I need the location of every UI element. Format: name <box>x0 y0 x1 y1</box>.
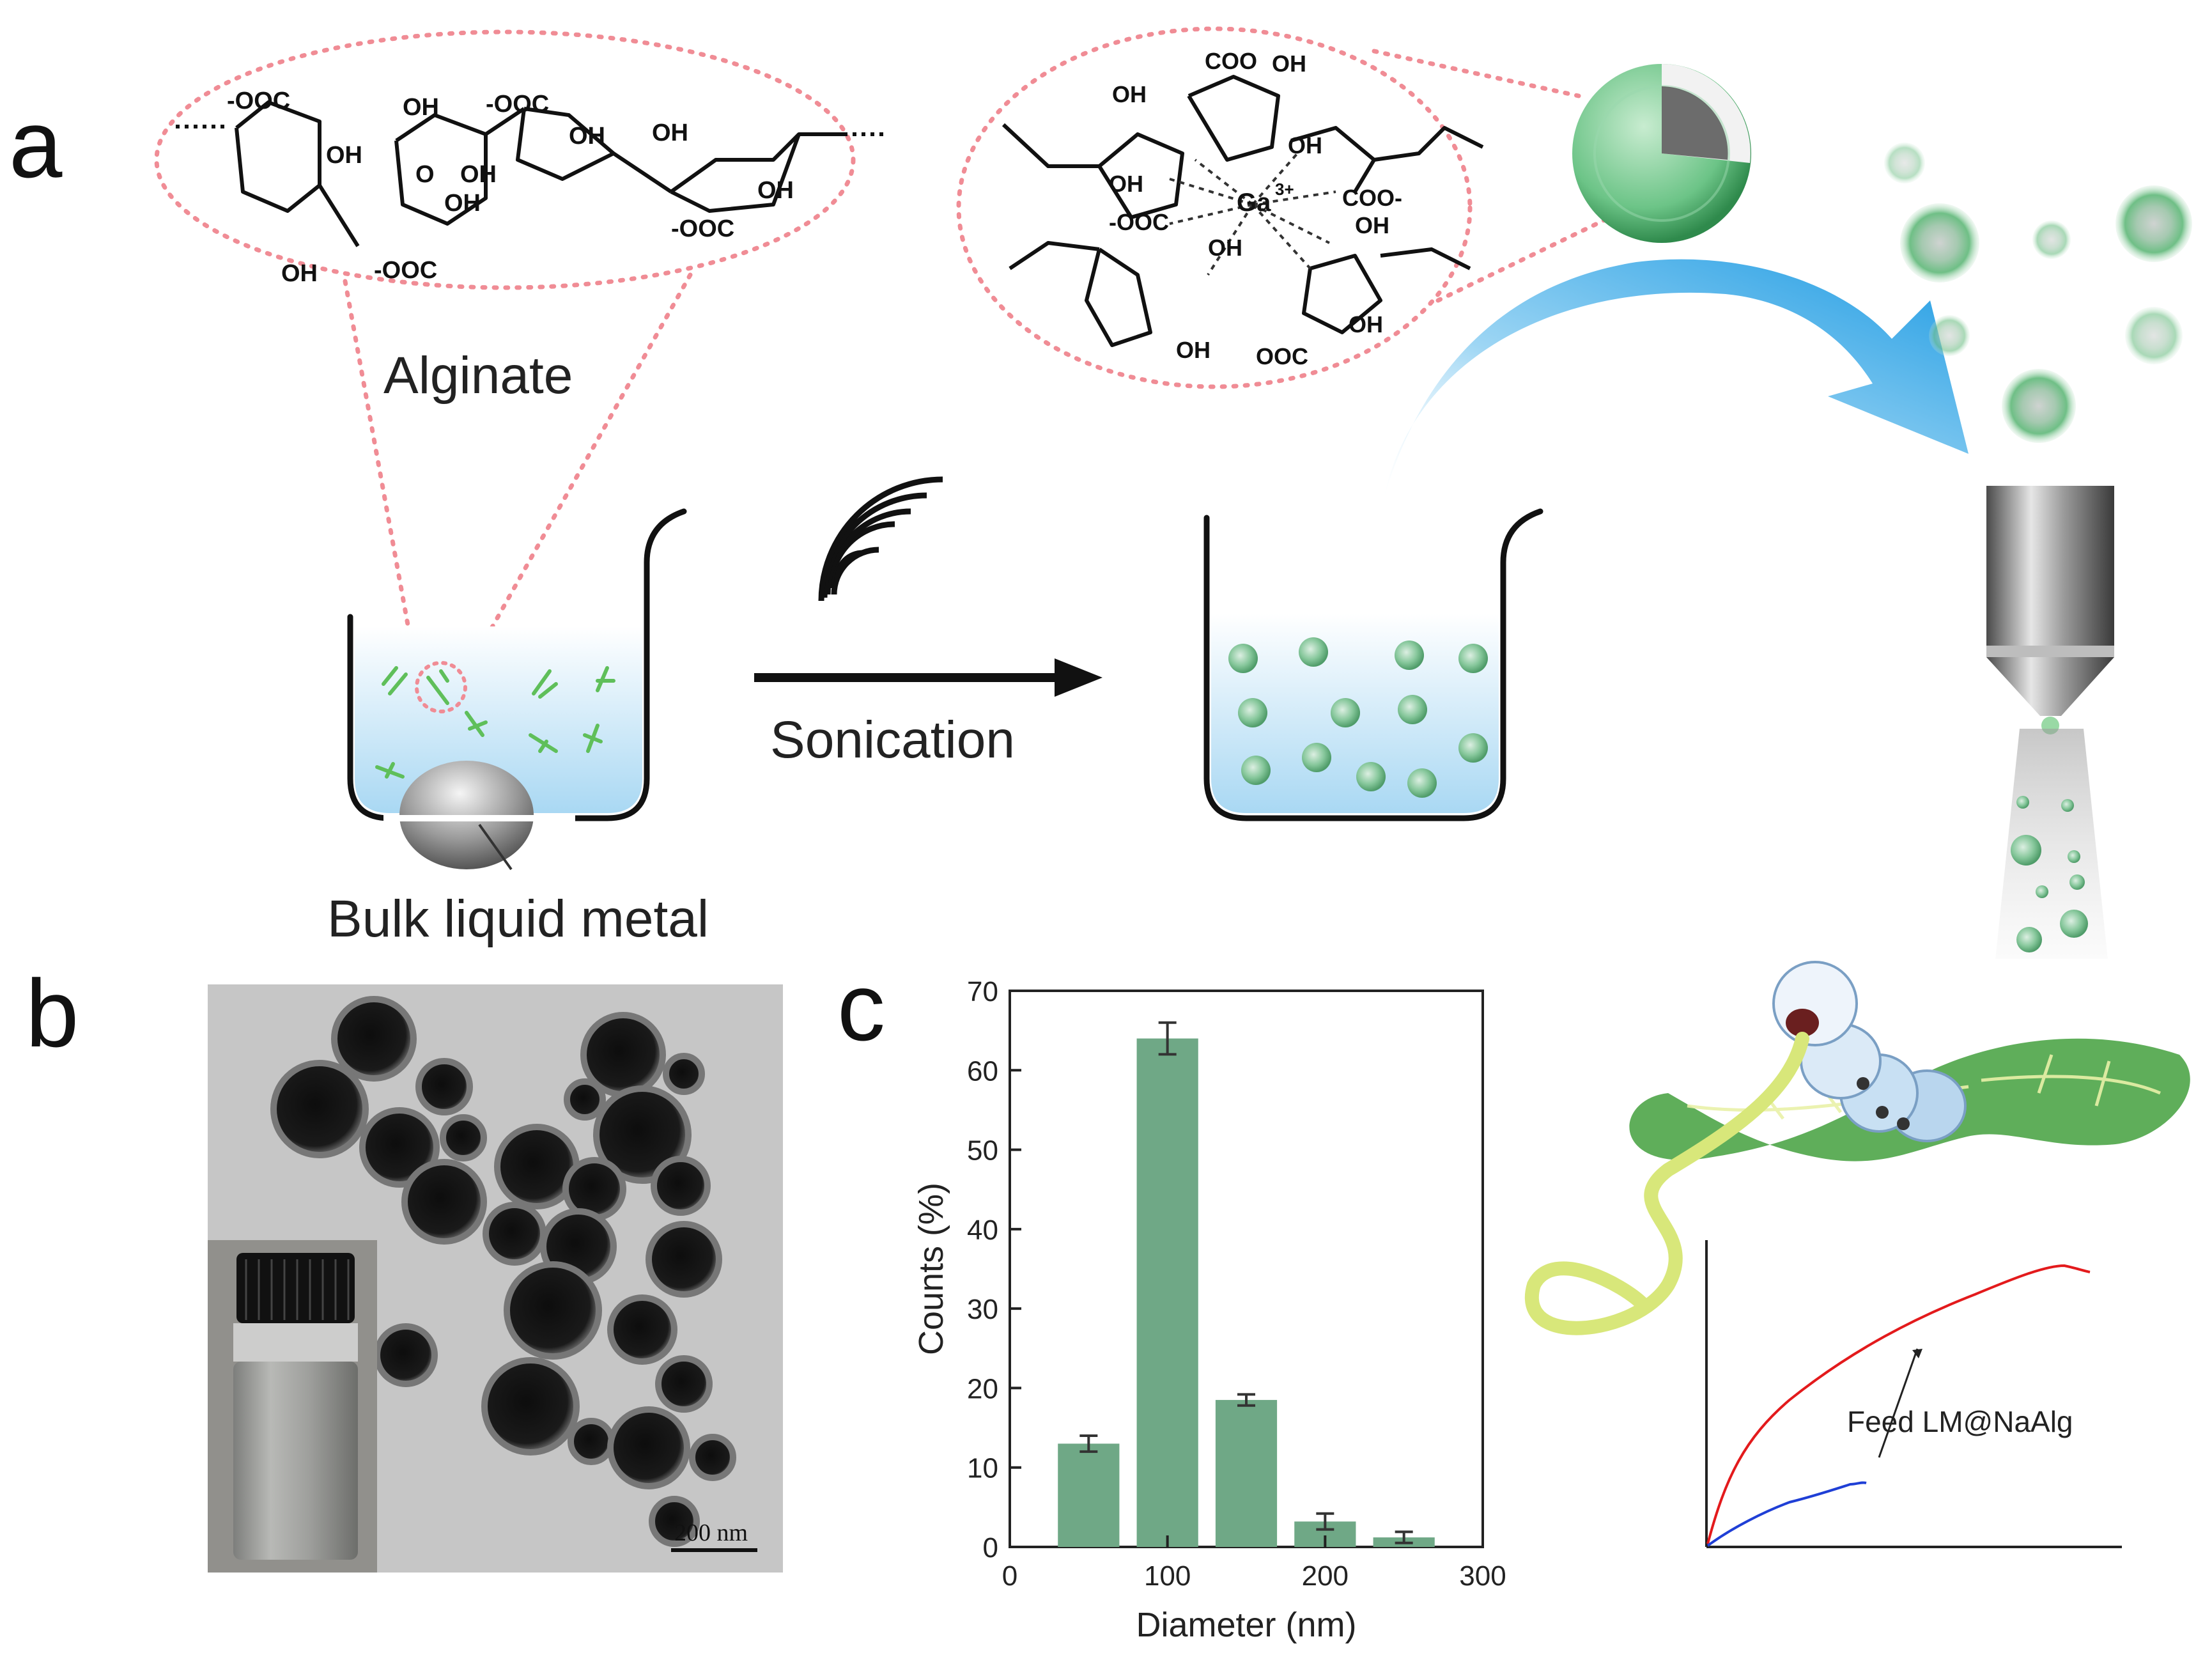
x-tick-label: 100 <box>1144 1560 1191 1592</box>
y-tick-label: 70 <box>967 976 998 1007</box>
vial-photo-inset <box>208 1240 377 1573</box>
y-tick-label: 60 <box>967 1055 998 1087</box>
svg-text:OH: OH <box>1112 81 1147 107</box>
silkworm <box>1772 961 1967 1142</box>
svg-text:OH: OH <box>460 161 497 188</box>
tem-micrograph: 200 nm <box>208 984 783 1573</box>
y-tick-label: 50 <box>967 1135 998 1167</box>
svg-text:OOC: OOC <box>1256 343 1308 369</box>
svg-text:-OOC: -OOC <box>227 88 290 114</box>
panel-a-schematic: -OOC OH OH -OOC OH O OH -OOC OH OH OH -O… <box>154 26 2192 959</box>
error-bar-50 <box>1079 1434 1098 1453</box>
svg-text:COO: COO <box>1205 48 1257 74</box>
bar-50 <box>1058 1443 1120 1547</box>
svg-text:-OOC: -OOC <box>374 257 437 284</box>
alginate-zoom-ellipse <box>154 29 856 290</box>
x-axis-label: Diameter (nm) <box>1136 1606 1356 1644</box>
spray-nozzle <box>1986 486 2114 959</box>
svg-text:O: O <box>415 161 435 188</box>
silkworm-leaf-illustration <box>1525 961 2190 1335</box>
alginate-label: Alginate <box>383 346 573 405</box>
svg-text:OH: OH <box>652 120 688 146</box>
inset-annotation: Feed LM@NaAlg <box>1847 1405 2073 1438</box>
svg-text:COO-: COO- <box>1342 185 1402 211</box>
y-tick-label: 0 <box>983 1532 998 1564</box>
bar-150 <box>1215 1400 1278 1547</box>
svg-text:OH: OH <box>1208 235 1242 261</box>
core-shell-sphere <box>1572 64 1751 243</box>
svg-text:OH: OH <box>1109 171 1143 197</box>
error-bar-150 <box>1237 1393 1255 1407</box>
coordination-zoom-ellipse <box>956 26 1473 389</box>
svg-text:OH: OH <box>403 94 439 121</box>
blue-curved-arrow <box>1384 259 1968 499</box>
sonication-waves-icon <box>818 476 943 602</box>
y-axis-label: Counts (%) <box>912 1183 950 1355</box>
error-bar-100 <box>1158 1021 1177 1056</box>
scale-bar-label: 200 nm <box>674 1519 748 1546</box>
error-bar-200 <box>1316 1512 1334 1531</box>
svg-text:OH: OH <box>326 142 362 169</box>
svg-text:OH: OH <box>281 260 318 287</box>
treated-curve <box>1706 1264 2091 1544</box>
svg-text:-OOC: -OOC <box>486 91 549 118</box>
ga-center-label: Ga <box>1237 189 1271 217</box>
floating-particles <box>1884 143 2192 443</box>
svg-text:OH: OH <box>757 177 794 204</box>
x-tick-label: 300 <box>1459 1560 1506 1592</box>
sonication-label: Sonication <box>770 711 1015 769</box>
feed-trail <box>1525 1032 1809 1335</box>
svg-text:OH: OH <box>1349 311 1383 338</box>
inset-growth-plot: Feed LM@NaAlg <box>1687 1227 2135 1560</box>
y-tick-label: 20 <box>967 1373 998 1404</box>
bulk-metal-label: Bulk liquid metal <box>327 890 709 948</box>
svg-text:OH: OH <box>1355 212 1389 238</box>
error-bar-250 <box>1395 1530 1413 1544</box>
x-tick-label: 0 <box>1002 1560 1017 1592</box>
alginate-structure: -OOC OH OH -OOC OH O OH -OOC OH OH OH -O… <box>176 88 888 287</box>
size-distribution-chart: 0 10 20 30 40 50 60 70 0 100 200 300 Diameter (nm)… <box>912 976 1506 1644</box>
svg-text:OH: OH <box>1288 132 1322 159</box>
control-curve <box>1706 1481 1867 1547</box>
svg-text:OH: OH <box>444 190 481 217</box>
svg-text:OH: OH <box>1272 50 1306 77</box>
svg-text:OH: OH <box>569 123 605 150</box>
ga-coordination-structure: Ga 3+ COO OH OH OH OH COO- -OOC OH OH OH… <box>1002 48 1484 369</box>
panel-letter-c: c <box>837 953 885 1060</box>
beaker-bulk-metal <box>347 508 687 871</box>
panel-letter-a: a <box>9 90 63 198</box>
bar-100 <box>1136 1038 1198 1547</box>
beaker-nanoparticles <box>1203 508 1543 821</box>
svg-text:-OOC: -OOC <box>1109 209 1169 235</box>
svg-text:OH: OH <box>1176 337 1210 363</box>
y-tick-label: 10 <box>967 1453 998 1484</box>
y-tick-label: 30 <box>967 1294 998 1325</box>
ga-charge-label: 3+ <box>1275 180 1294 199</box>
y-tick-label: 40 <box>967 1215 998 1246</box>
sonication-arrow <box>754 658 1102 697</box>
panel-letter-b: b <box>26 959 79 1067</box>
svg-text:-OOC: -OOC <box>671 215 734 242</box>
x-tick-label: 200 <box>1302 1560 1349 1592</box>
